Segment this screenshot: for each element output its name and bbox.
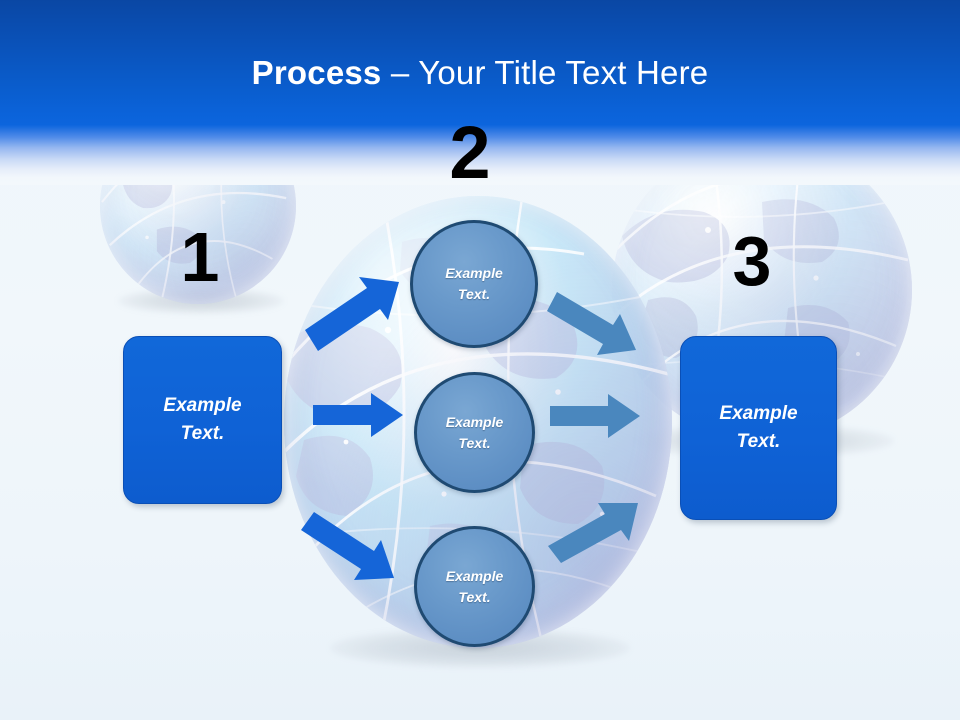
center-circle-2-label: Example Text. [445,413,504,451]
step-number-2: 2 [449,111,491,194]
step-box-1[interactable]: Example Text. [123,336,282,504]
center-circle-3-label: Example Text. [445,567,504,605]
center-circle-1[interactable]: Example Text. [410,220,538,348]
page-title-separator: – [381,54,419,91]
globe-right [612,140,912,440]
step-box-1-label: Example Text. [163,395,242,444]
header-band [0,0,960,185]
step-box-3[interactable]: Example Text. [680,336,837,520]
center-circle-3[interactable]: Example Text. [414,526,535,647]
page-title-bold: Process [251,54,382,91]
page-title: Process – Your Title Text Here [0,54,960,92]
page-title-regular: Your Title Text Here [418,54,709,91]
center-circle-2[interactable]: Example Text. [414,372,535,493]
step-number-1: 1 [180,218,220,296]
step-box-3-label: Example Text. [719,403,798,452]
center-circle-1-label: Example Text. [445,265,503,302]
step-number-3: 3 [732,222,772,300]
